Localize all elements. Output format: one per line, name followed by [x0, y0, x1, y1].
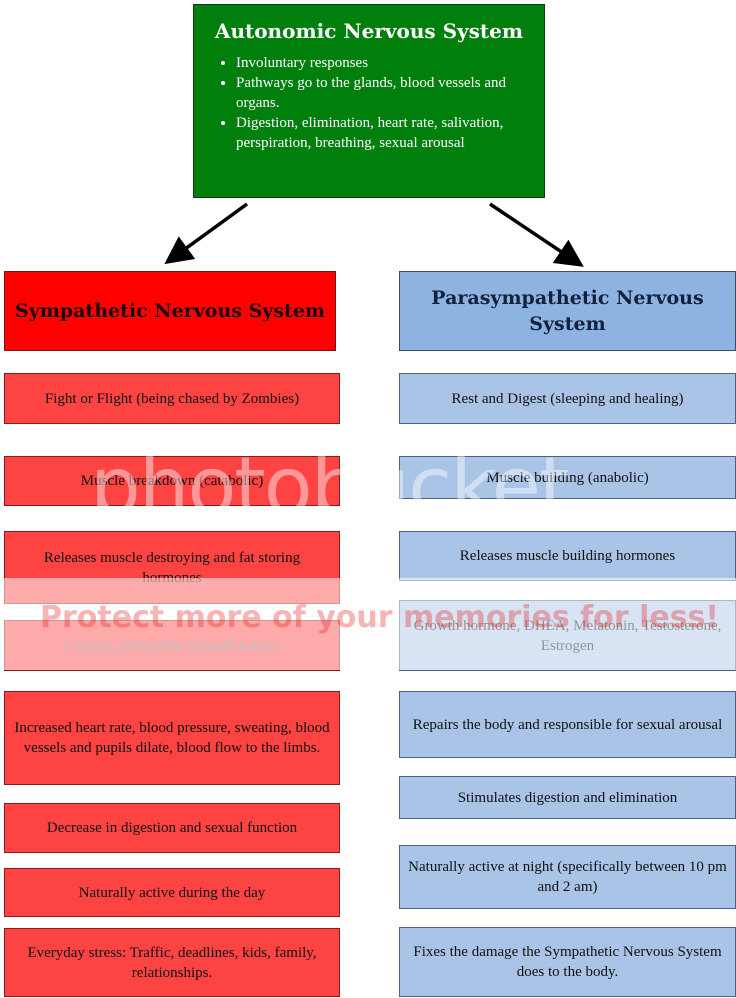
- item-text: Growth hormone, DHEA, Melatonin, Testost…: [413, 617, 722, 654]
- sympathetic-title: Sympathetic Nervous System: [14, 300, 326, 322]
- parasympathetic-item: Repairs the body and responsible for sex…: [399, 691, 736, 758]
- item-text: Fixes the damage the Sympathetic Nervous…: [413, 944, 722, 980]
- bullet: Digestion, elimination, heart rate, sali…: [236, 113, 526, 153]
- parasympathetic-item: Fixes the damage the Sympathetic Nervous…: [399, 927, 736, 997]
- item-text: Stimulates digestion and elimination: [457, 789, 678, 806]
- sympathetic-item: Naturally active during the day: [4, 868, 340, 917]
- sympathetic-item: Increased heart rate, blood pressure, sw…: [4, 691, 340, 785]
- bullet: Pathways go to the glands, blood vessels…: [236, 73, 526, 113]
- sympathetic-item: Decrease in digestion and sexual functio…: [4, 803, 340, 853]
- item-text: Naturally active at night (specifically …: [408, 859, 727, 895]
- item-text: Releases muscle building hormones: [459, 548, 676, 564]
- item-text: Cortisol, Adrenaline (noradrenaline): [63, 637, 281, 654]
- parasympathetic-title: Parasympathetic Nervous System: [431, 287, 704, 335]
- item-text: Fight or Flight (being chased by Zombies…: [44, 390, 300, 407]
- sympathetic-item: Releases muscle destroying and fat stori…: [4, 531, 340, 604]
- parasympathetic-item: Releases muscle building hormones: [399, 531, 736, 581]
- item-text: Decrease in digestion and sexual functio…: [46, 820, 298, 836]
- item-text: Everyday stress: Traffic, deadlines, kid…: [27, 944, 317, 981]
- autonomic-box: Autonomic Nervous System Involuntary res…: [193, 4, 545, 198]
- parasympathetic-item: Rest and Digest (sleeping and healing): [399, 373, 736, 424]
- parasympathetic-item: Stimulates digestion and elimination: [399, 776, 736, 819]
- parasympathetic-item: Muscle building (anabolic): [399, 456, 736, 499]
- sympathetic-item: Muscle breakdown (catabolic): [4, 456, 340, 506]
- autonomic-title: Autonomic Nervous System: [214, 19, 524, 43]
- parasympathetic-item: Growth hormone, DHEA, Melatonin, Testost…: [399, 600, 736, 671]
- item-text: Muscle building (anabolic): [486, 469, 649, 486]
- sympathetic-item: Everyday stress: Traffic, deadlines, kid…: [4, 928, 340, 997]
- sympathetic-item: Fight or Flight (being chased by Zombies…: [4, 373, 340, 424]
- autonomic-bullets: Involuntary responses Pathways go to the…: [212, 53, 526, 153]
- arrows: [164, 202, 584, 267]
- parasympathetic-item: Naturally active at night (specifically …: [399, 845, 736, 909]
- item-text: Releases muscle destroying and fat stori…: [43, 549, 301, 586]
- item-text: Repairs the body and responsible for sex…: [412, 716, 723, 733]
- item-text: Rest and Digest (sleeping and healing): [451, 390, 684, 407]
- arrow-left: [164, 202, 249, 265]
- item-text: Naturally active during the day: [78, 884, 266, 901]
- sympathetic-header: Sympathetic Nervous System: [4, 271, 336, 351]
- arrow-right: [489, 202, 584, 267]
- bullet: Involuntary responses: [236, 53, 526, 73]
- sympathetic-item: Cortisol, Adrenaline (noradrenaline): [4, 620, 340, 671]
- item-text: Muscle breakdown (catabolic): [80, 473, 264, 489]
- parasympathetic-header: Parasympathetic Nervous System: [399, 271, 736, 351]
- item-text: Increased heart rate, blood pressure, sw…: [14, 720, 330, 756]
